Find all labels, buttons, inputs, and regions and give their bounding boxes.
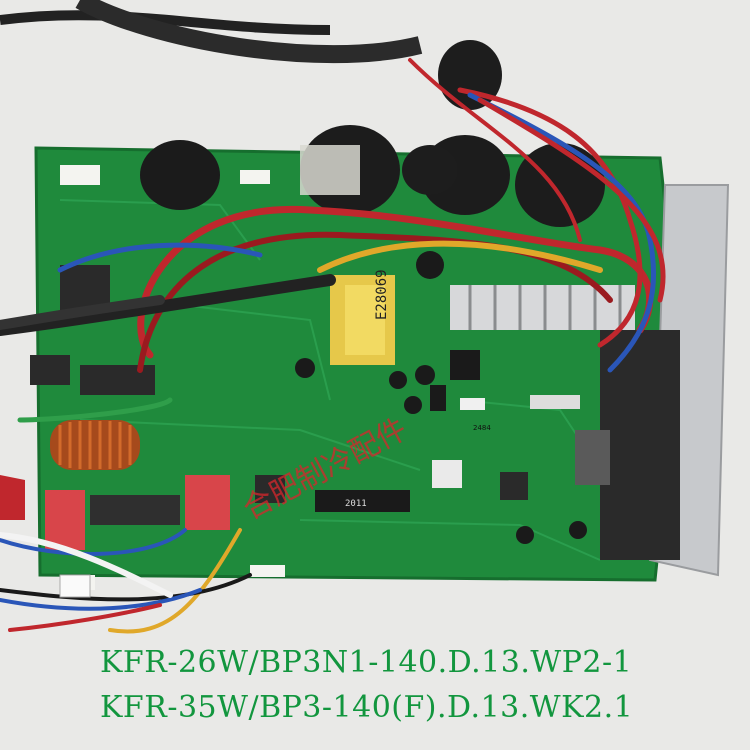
power-cable <box>75 0 423 64</box>
model-number-line-1: KFR-26W/BP3N1-140.D.13.WP2-1 <box>100 645 633 680</box>
rubber-grommets <box>402 40 502 195</box>
capacitors <box>140 125 605 544</box>
fin-heatsink <box>450 285 635 330</box>
inductor-coil <box>50 420 140 470</box>
red-capacitors <box>45 430 610 550</box>
model-number-line-2: KFR-35W/BP3-140(F).D.13.WK2.1 <box>100 690 634 725</box>
relays <box>30 265 180 525</box>
chip-label: 2011 <box>345 499 367 509</box>
ic-chips: 2011 2484 <box>255 350 580 512</box>
small-label: 2484 <box>473 424 491 432</box>
transformer: E28069 <box>330 269 395 365</box>
red-terminal <box>0 475 25 520</box>
transformer-code: E28069 <box>374 269 390 320</box>
wire-harness <box>0 58 666 634</box>
